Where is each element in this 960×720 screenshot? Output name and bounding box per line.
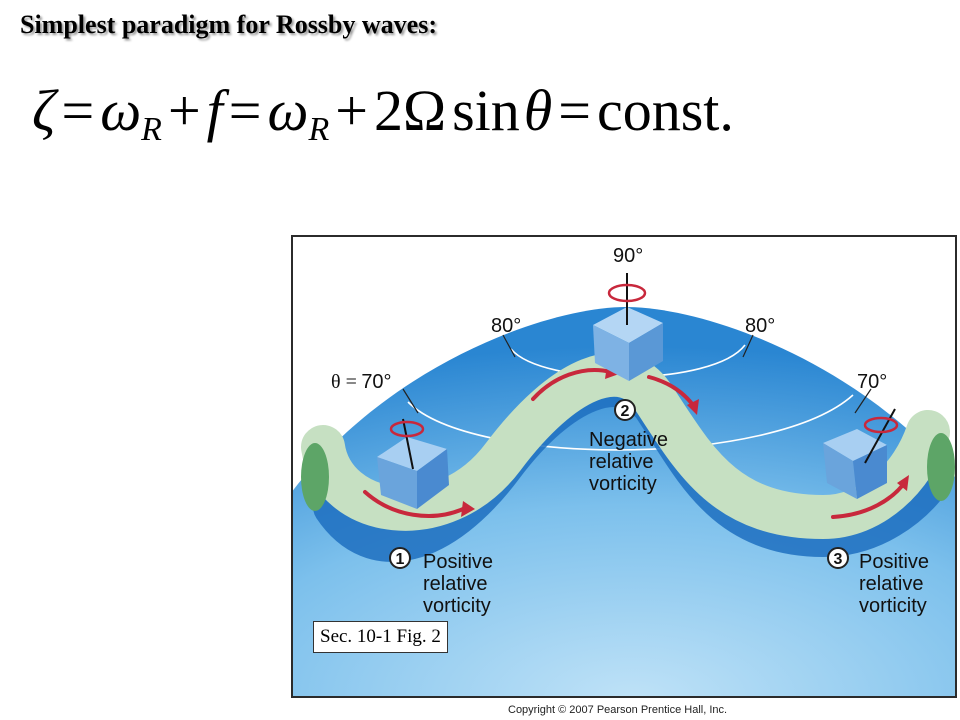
eq-equals-2: =	[228, 78, 262, 143]
eq-sin: sin	[452, 78, 520, 143]
jet-stream-band	[301, 352, 950, 540]
point-1-line3: vorticity	[423, 595, 491, 617]
point-1-label: Positive relative vorticity	[423, 551, 493, 617]
flow-arrow-3	[831, 480, 907, 519]
flow-arrow-2a	[531, 368, 613, 401]
point-2-label: Negative relative vorticity	[589, 429, 668, 495]
meridian-tick-left	[502, 334, 516, 358]
cube-2	[593, 273, 663, 381]
label-70-degrees-right: 70°	[857, 371, 888, 393]
latitude-70	[407, 394, 854, 451]
point-3-label: Positive relative vorticity	[859, 551, 929, 617]
label-90-degrees: 90°	[613, 245, 644, 267]
lat70-tick-left	[402, 388, 419, 414]
point-1-number: 1	[389, 547, 411, 569]
point-3-line1: Positive	[859, 551, 930, 573]
figure-caption: Sec. 10-1 Fig. 2	[313, 621, 448, 653]
eq-sub-r-2: R	[308, 111, 330, 149]
eq-f: f	[206, 78, 223, 143]
eq-equals-1: =	[61, 78, 95, 143]
stream-end-left	[301, 443, 329, 511]
slide-title: Simplest paradigm for Rossby waves:	[20, 10, 437, 39]
label-theta-70-left: θ = 70°	[331, 371, 392, 394]
point-3-line3: vorticity	[859, 595, 927, 617]
point-2-line1: Negative	[589, 429, 668, 451]
cube-1	[377, 418, 449, 509]
point-2-number: 2	[614, 399, 636, 421]
label-80-degrees-right: 80°	[745, 315, 776, 337]
eq-sub-r-1: R	[141, 111, 162, 149]
lat70-tick-right	[854, 388, 872, 414]
eq-const: const.	[596, 78, 734, 143]
point-2-marker: 2	[614, 399, 636, 421]
eq-plus-1: +	[167, 78, 201, 143]
eq-omega-1: ω	[100, 78, 142, 143]
point-3-number: 3	[827, 547, 849, 569]
eq-theta: θ	[523, 78, 553, 143]
stream-end-right	[927, 433, 955, 501]
cube-3	[823, 408, 899, 499]
flow-arrow-1	[363, 490, 465, 518]
point-2-line3: vorticity	[589, 473, 657, 495]
meridian-tick-right	[742, 334, 754, 358]
point-1-line1: Positive	[423, 551, 494, 573]
globe-illustration	[293, 273, 955, 696]
eq-plus-2: +	[335, 78, 368, 143]
label-70-degrees-left: 70°	[361, 371, 392, 393]
point-1-marker: 1	[389, 547, 411, 569]
label-80-degrees-left: 80°	[491, 315, 522, 337]
rossby-wave-figure: 90° 80° 80° θ = 70° 70° 2 Negative relat…	[291, 235, 957, 698]
eq-zeta: ζ	[32, 78, 56, 143]
theta-prefix: θ =	[331, 371, 357, 393]
point-3-marker: 3	[827, 547, 849, 569]
point-3-line2: relative	[859, 573, 924, 595]
eq-omega-2: ω	[267, 78, 309, 143]
copyright-notice: Copyright © 2007 Pearson Prentice Hall, …	[508, 704, 728, 716]
eq-equals-3: =	[558, 78, 591, 143]
point-2-line2: relative	[589, 451, 654, 473]
globe-surface	[293, 307, 955, 696]
eq-two-omega: 2Ω	[373, 78, 447, 143]
flow-arrow-2b	[647, 375, 695, 407]
point-1-line2: relative	[423, 573, 488, 595]
flow-arrows	[363, 368, 907, 519]
